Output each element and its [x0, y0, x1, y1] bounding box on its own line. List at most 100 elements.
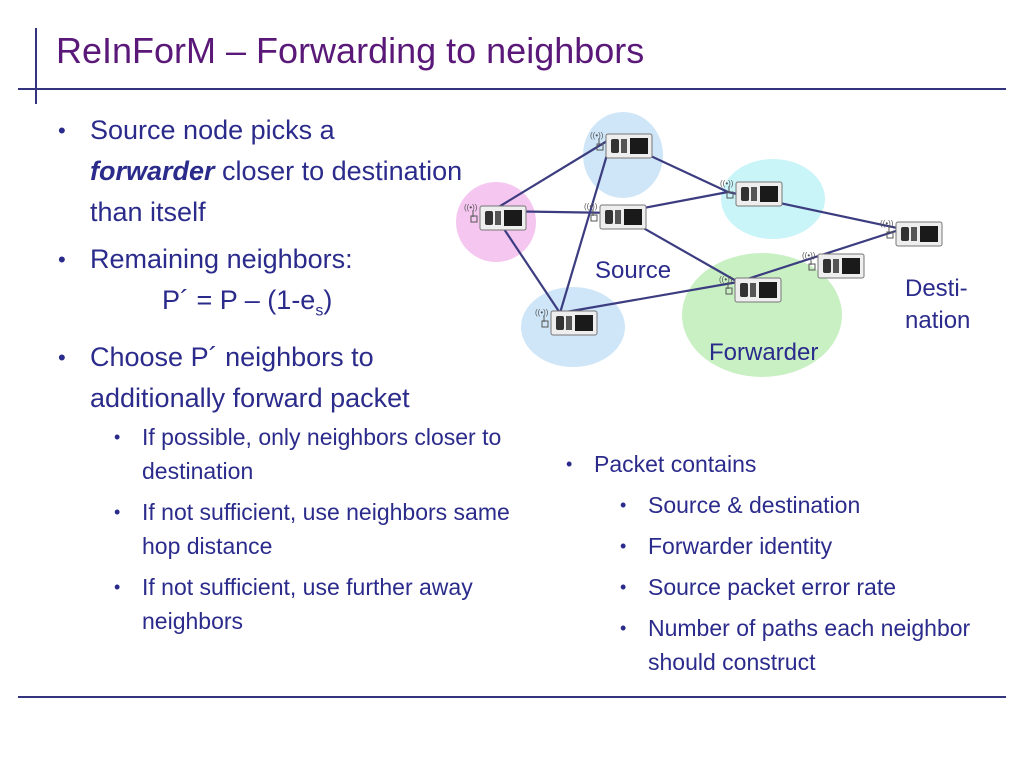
bullet-forwarder-selection: • Source node picks a forwarder closer t… — [56, 110, 516, 233]
sensor-chip — [624, 209, 642, 225]
antenna-icon: ((•)) — [720, 179, 734, 188]
emphasis-forwarder: forwarder — [90, 156, 215, 186]
sensor-chip-small — [621, 139, 627, 153]
packet-items-list: • Source & destination • Forwarder ident… — [618, 488, 998, 686]
sensor-chip-small — [833, 259, 839, 273]
antenna-icon: ((•)) — [802, 251, 816, 260]
bottom-rule — [18, 696, 1006, 698]
slide-title: ReInForM – Forwarding to neighbors — [56, 30, 645, 71]
connector-box — [886, 231, 894, 239]
formula-subscript: s — [315, 302, 324, 320]
link-source-node-to-top-node — [491, 137, 613, 212]
sensor-chip — [575, 315, 593, 331]
sensor-chip — [759, 282, 777, 298]
packet-item-text: Source & destination — [648, 492, 861, 518]
sub-bullet-item: • If not sufficient, use further away ne… — [112, 570, 532, 638]
bullet-text: Choose P´ neighbors to additionally forw… — [90, 342, 410, 414]
destination-label-line1: Desti- — [905, 275, 968, 302]
bullet-dot-icon: • — [566, 454, 573, 474]
bullet-dot-icon: • — [620, 495, 627, 515]
source-node-sensor-icon: ((•)) — [464, 203, 527, 231]
bullet-text: Source node picks a — [90, 115, 335, 145]
sub-bullet-item: • If not sufficient, use neighbors same … — [112, 495, 532, 563]
packet-heading: • Packet contains — [564, 447, 1004, 481]
sensor-chip — [504, 210, 522, 226]
link-top-node-to-bottom-left-node — [558, 137, 614, 314]
packet-heading-text: Packet contains — [594, 451, 757, 477]
packet-item: • Source packet error rate — [618, 570, 998, 604]
bullet-choose-neighbors: • Choose P´ neighbors to additionally fo… — [56, 337, 516, 419]
bullet-dot-icon: • — [620, 577, 627, 597]
neighbor-formula: P´ = P – (1-es) — [90, 280, 516, 331]
packet-item: • Source & destination — [618, 488, 998, 522]
sensor-chip-small — [751, 187, 757, 201]
sensor-battery — [823, 259, 831, 273]
bullet-dot-icon: • — [114, 502, 121, 522]
bullet-text: Remaining neighbors: — [90, 244, 353, 274]
connector-box — [725, 287, 733, 295]
bullet-dot-icon: • — [58, 118, 66, 143]
packet-item: • Forwarder identity — [618, 529, 998, 563]
sensor-battery — [556, 316, 564, 330]
network-diagram: ((•)) ((•)) ((•)) ((•)) ((•)) ((•)) ((•)) ((•))… — [456, 112, 970, 377]
packet-item: • Number of paths each neighbor should c… — [618, 611, 998, 679]
forwarder-node-sensor-icon: ((•)) — [719, 275, 782, 303]
bullet-dot-icon: • — [620, 618, 627, 638]
antenna-icon: ((•)) — [590, 131, 604, 140]
bullet-text-continued: closer to destination than itself — [90, 156, 463, 227]
sensor-chip — [842, 258, 860, 274]
sub-bullet-item: • If possible, only neighbors closer to … — [112, 420, 532, 488]
forwarder-label: Forwarder — [709, 339, 818, 366]
sub-bullet-text: If not sufficient, use further away neig… — [142, 574, 473, 634]
bullet-dot-icon: • — [114, 427, 121, 447]
bottom-left-node-sensor-icon: ((•)) — [535, 308, 598, 336]
antenna-icon: ((•)) — [464, 203, 478, 212]
sub-bullet-text: If possible, only neighbors closer to de… — [142, 424, 502, 484]
sensor-battery — [611, 139, 619, 153]
packet-item-text: Forwarder identity — [648, 533, 833, 559]
vertical-rule — [35, 28, 37, 104]
sensor-chip — [630, 138, 648, 154]
center-node-sensor-icon: ((•)) — [584, 202, 647, 230]
connector-box — [590, 214, 598, 222]
connector-box — [470, 215, 478, 223]
top-node-sensor-icon: ((•)) — [590, 131, 653, 159]
main-bullet-list: • Source node picks a forwarder closer t… — [56, 110, 516, 425]
packet-item-text: Number of paths each neighbor should con… — [648, 615, 971, 675]
sensor-chip-small — [911, 227, 917, 241]
sensor-chip-small — [750, 283, 756, 297]
sensor-battery — [605, 210, 613, 224]
sensor-battery — [901, 227, 909, 241]
sensor-chip-small — [495, 211, 501, 225]
link-bottom-left-node-to-forwarder-node — [559, 280, 739, 315]
formula-end: ) — [323, 285, 333, 315]
packet-bullet-list: • Packet contains — [564, 447, 1004, 488]
small-right-node-sensor-icon: ((•)) — [802, 251, 865, 279]
antenna-icon: ((•)) — [719, 275, 733, 284]
sensor-battery — [741, 187, 749, 201]
destination-node-sensor-icon: ((•)) — [880, 219, 943, 247]
connector-box — [596, 143, 604, 151]
sub-bullet-list: • If possible, only neighbors closer to … — [112, 420, 532, 645]
bullet-dot-icon: • — [58, 247, 66, 272]
sub-bullet-text: If not sufficient, use neighbors same ho… — [142, 499, 510, 559]
connector-box — [808, 263, 816, 271]
sensor-chip-small — [615, 210, 621, 224]
top-rule — [18, 88, 1006, 90]
bullet-dot-icon: • — [114, 577, 121, 597]
antenna-icon: ((•)) — [584, 202, 598, 211]
sensor-battery — [740, 283, 748, 297]
bullet-dot-icon: • — [58, 345, 66, 371]
packet-item-text: Source packet error rate — [648, 574, 897, 600]
formula-main: P´ = P – (1-e — [162, 285, 316, 315]
connector-box — [541, 320, 549, 328]
bullet-remaining-neighbors: • Remaining neighbors: P´ = P – (1-es) — [56, 239, 516, 331]
bullet-dot-icon: • — [620, 536, 627, 556]
sensor-battery — [485, 211, 493, 225]
destination-label-line2: nation — [905, 307, 970, 334]
antenna-icon: ((•)) — [535, 308, 549, 317]
sensor-chip-small — [566, 316, 572, 330]
sensor-chip — [920, 226, 938, 242]
antenna-icon: ((•)) — [880, 219, 894, 228]
sensor-chip — [760, 186, 778, 202]
